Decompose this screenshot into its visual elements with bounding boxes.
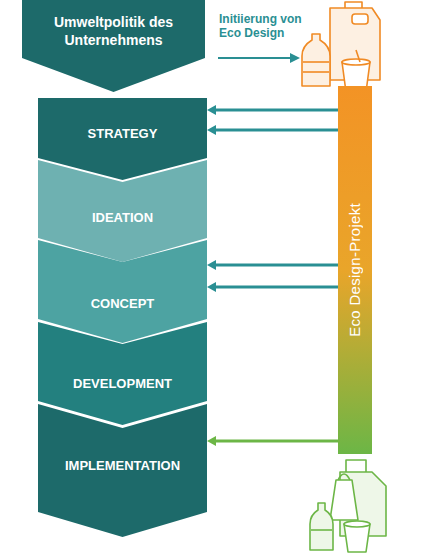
shape-outline [38, 240, 207, 343]
annotation-text: Initiierung von Eco Design [219, 12, 311, 40]
feedback-arrow [207, 436, 338, 446]
phase-chevron: CONCEPT [38, 240, 207, 343]
policy-box: Umweltpolitik des Unternehmens [22, 0, 205, 92]
feedback-arrow [207, 260, 338, 270]
feedback-arrow [207, 105, 338, 115]
band-label: Eco Design-Projekt [346, 203, 364, 337]
packaging-top [302, 2, 380, 92]
node-label: CONCEPT [83, 296, 163, 312]
node-label: DEVELOPMENT [65, 376, 180, 392]
shape-outline [38, 322, 207, 425]
initiation-arrow [218, 53, 300, 63]
node-label: IMPLEMENTATION [57, 458, 188, 474]
phase-chevron: IMPLEMENTATION [38, 404, 207, 537]
feedback-arrow [207, 125, 338, 135]
phase-chevron: DEVELOPMENT [38, 322, 207, 425]
node-label: IDEATION [84, 210, 161, 226]
node-label: STRATEGY [80, 126, 166, 142]
node-label: Umweltpolitik des Unternehmens [22, 13, 205, 49]
packaging-bottom [310, 460, 386, 552]
feedback-arrow [207, 282, 338, 292]
project-band: Eco Design-Projekt [338, 86, 372, 454]
